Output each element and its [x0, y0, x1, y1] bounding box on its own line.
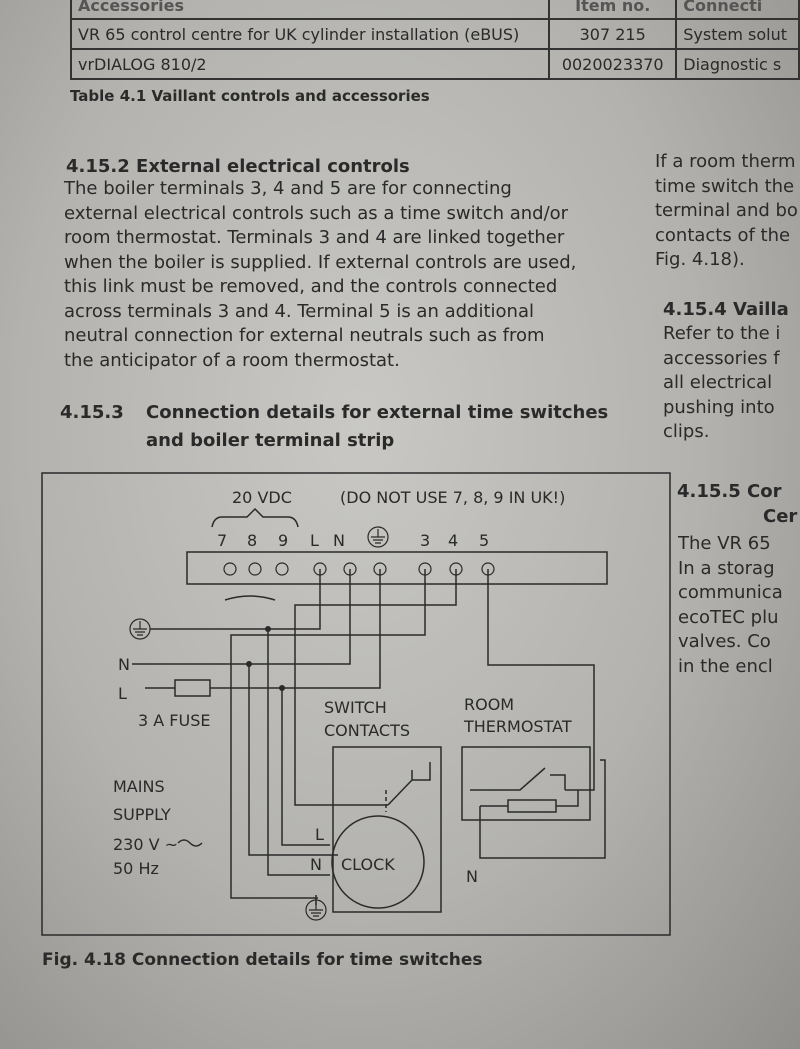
- terminal-strip: [186, 551, 608, 585]
- text-line: The boiler terminals 3, 4 and 5 are for …: [64, 178, 512, 199]
- brace-20vdc: [211, 507, 299, 528]
- table-cell: 307 215: [548, 18, 678, 50]
- label-room: ROOM: [464, 695, 514, 714]
- label-thermostat: THERMOSTAT: [463, 717, 572, 736]
- text-line: pushing into: [663, 396, 775, 418]
- table-header-row: Accessories Item no. Connecti: [69, 0, 800, 20]
- terminal-n: N: [333, 531, 345, 550]
- diagram-frame: [41, 472, 671, 936]
- table-cell: VR 65 control centre for UK cylinder ins…: [69, 18, 551, 50]
- label-thermostat-n: N: [466, 867, 478, 886]
- table-caption: Table 4.1 Vaillant controls and accessor…: [70, 87, 430, 105]
- text-line: neutral connection for external neutrals…: [64, 325, 545, 346]
- terminal-7: 7: [217, 531, 227, 550]
- text-line: terminal and bo: [655, 200, 798, 221]
- label-contacts: CONTACTS: [324, 721, 410, 740]
- text-line: If a room therm: [655, 151, 796, 172]
- text-line: in the encl: [678, 655, 773, 677]
- section-body-4152: The boiler terminals 3, 4 and 5 are for …: [64, 177, 576, 373]
- text-line: room thermostat. Terminals 3 and 4 are l…: [64, 227, 565, 248]
- section-heading-4152: 4.15.2 External electrical controls: [66, 156, 410, 177]
- terminal-8: 8: [247, 531, 257, 550]
- label-20vdc: 20 VDC: [232, 488, 292, 507]
- figure-caption: Fig. 4.18 Connection details for time sw…: [42, 950, 483, 970]
- text-line: across terminals 3 and 4. Terminal 5 is …: [64, 300, 534, 322]
- label-live: L: [118, 684, 127, 703]
- terminal-9: 9: [278, 531, 288, 550]
- section-heading-4155: 4.15.5 Cor: [677, 481, 782, 502]
- accessories-table: Accessories Item no. Connecti VR 65 cont…: [69, 0, 800, 80]
- terminal-4: 4: [448, 531, 458, 550]
- text-line: In a storag: [678, 557, 775, 579]
- table-cell: vrDIALOG 810/2: [69, 48, 551, 80]
- section-heading-4153-cont: and boiler terminal strip: [146, 430, 395, 451]
- table-header: Connecti: [675, 0, 800, 20]
- section-heading-4154: 4.15.4 Vailla: [663, 299, 789, 320]
- text-line: the anticipator of a room thermostat.: [64, 349, 400, 371]
- label-switch: SWITCH: [324, 698, 387, 717]
- terminal-3: 3: [420, 531, 430, 550]
- label-neutral: N: [118, 655, 130, 674]
- text-line: Refer to the i: [663, 323, 781, 344]
- label-clock-l: L: [315, 825, 324, 844]
- text-line: communica: [678, 582, 783, 603]
- section-number-4153: 4.15.3: [60, 402, 124, 423]
- label-warning: (DO NOT USE 7, 8, 9 IN UK!): [340, 488, 565, 507]
- table-cell: System solut: [675, 18, 800, 50]
- label-frequency: 50 Hz: [113, 859, 159, 878]
- right-column-para2: Refer to the i accessories f all electri…: [663, 322, 800, 445]
- text-line: all electrical: [663, 372, 773, 393]
- terminal-5: 5: [479, 531, 489, 550]
- table-header: Accessories: [69, 0, 551, 20]
- earth-ground-icon: [305, 899, 327, 921]
- text-line: ecoTEC plu: [678, 606, 779, 628]
- right-column-para1: If a room therm time switch the terminal…: [655, 150, 800, 273]
- earth-ground-icon: [367, 526, 389, 548]
- label-clock: CLOCK: [341, 855, 395, 874]
- text-line: contacts of the: [655, 224, 791, 246]
- table-row: vrDIALOG 810/2 0020023370 Diagnostic s: [69, 48, 800, 80]
- text-line: external electrical controls such as a t…: [64, 202, 569, 224]
- right-column-para3: The VR 65 In a storag communica ecoTEC p…: [678, 532, 800, 679]
- label-fuse: 3 A FUSE: [138, 711, 210, 730]
- earth-ground-icon: [129, 618, 151, 640]
- link-arc: [224, 595, 276, 601]
- fuse-symbol: [174, 679, 211, 697]
- table-header: Item no.: [548, 0, 678, 20]
- text-line: this link must be removed, and the contr…: [64, 276, 558, 297]
- section-heading-4153: Connection details for external time swi…: [146, 402, 609, 423]
- text-line: clips.: [663, 421, 710, 442]
- text-line: time switch the: [655, 175, 795, 197]
- text-line: valves. Co: [678, 631, 771, 652]
- text-line: Fig. 4.18).: [655, 249, 745, 270]
- table-cell: Diagnostic s: [675, 48, 800, 80]
- label-mains: MAINS: [113, 777, 165, 796]
- label-voltage: 230 V ~: [113, 835, 178, 854]
- label-supply: SUPPLY: [113, 805, 171, 824]
- section-heading-4155-cont: Cer: [763, 506, 798, 527]
- junction-dots: [246, 626, 285, 691]
- table-cell: 0020023370: [548, 48, 678, 80]
- text-line: accessories f: [663, 347, 780, 369]
- text-line: The VR 65: [678, 533, 771, 554]
- label-clock-n: N: [310, 855, 322, 874]
- table-row: VR 65 control centre for UK cylinder ins…: [69, 18, 800, 50]
- terminal-screws: [223, 562, 495, 576]
- terminal-l: L: [310, 531, 319, 550]
- text-line: when the boiler is supplied. If external…: [64, 251, 577, 273]
